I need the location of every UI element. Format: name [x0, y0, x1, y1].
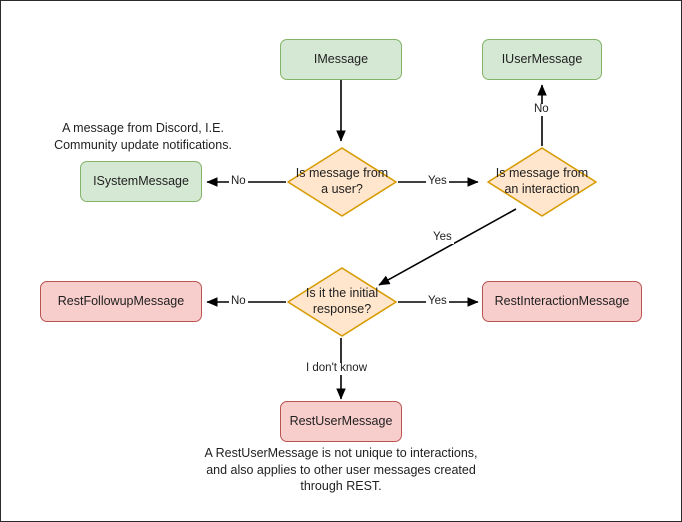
edge-label-initial-yes: Yes	[426, 295, 449, 308]
diamond-shape	[287, 147, 397, 217]
node-restinteractionmessage[interactable]: RestInteractionMessage	[482, 281, 642, 322]
edge-label-initial-unknown: I don't know	[304, 362, 370, 375]
caption-system-message-note: A message from Discord, I.E. Community u…	[54, 121, 232, 152]
node-isystemmessage-label: ISystemMessage	[93, 173, 189, 188]
node-restfollowupmessage[interactable]: RestFollowupMessage	[40, 281, 202, 322]
edge-from-interaction-yes-to-initial-response	[378, 208, 517, 286]
edge-label-from-interaction-no: No	[532, 103, 551, 116]
node-decision-initial-response-label: Is it the initial response?	[305, 286, 379, 316]
caption-rest-user-message-note: A RestUserMessage is not unique to inter…	[204, 446, 478, 493]
node-isystemmessage[interactable]: ISystemMessage	[80, 161, 202, 202]
edge-label-from-interaction-yes: Yes	[431, 231, 454, 244]
diamond-shape	[287, 267, 397, 337]
node-restinteractionmessage-label: RestInteractionMessage	[494, 293, 630, 308]
node-restusermessage-label: RestUserMessage	[289, 413, 393, 428]
edge-label-initial-no: No	[229, 295, 248, 308]
node-decision-from-user-label: Is message from a user?	[295, 166, 389, 196]
node-decision-from-interaction-label: Is message from an interaction	[495, 166, 589, 196]
node-iusermessage-label: IUserMessage	[501, 51, 583, 66]
node-iusermessage[interactable]: IUserMessage	[482, 39, 602, 80]
edge-label-from-user-no: No	[229, 175, 248, 188]
node-decision-initial-response[interactable]: Is it the initial response?	[286, 266, 398, 338]
edge-label-from-user-yes: Yes	[426, 175, 449, 188]
node-imessage[interactable]: IMessage	[280, 39, 402, 80]
diamond-shape	[487, 147, 597, 217]
node-restfollowupmessage-label: RestFollowupMessage	[57, 293, 185, 308]
node-imessage-label: IMessage	[313, 51, 369, 66]
node-decision-from-interaction[interactable]: Is message from an interaction	[486, 146, 598, 218]
node-decision-from-user[interactable]: Is message from a user?	[286, 146, 398, 218]
node-restusermessage[interactable]: RestUserMessage	[280, 401, 402, 442]
